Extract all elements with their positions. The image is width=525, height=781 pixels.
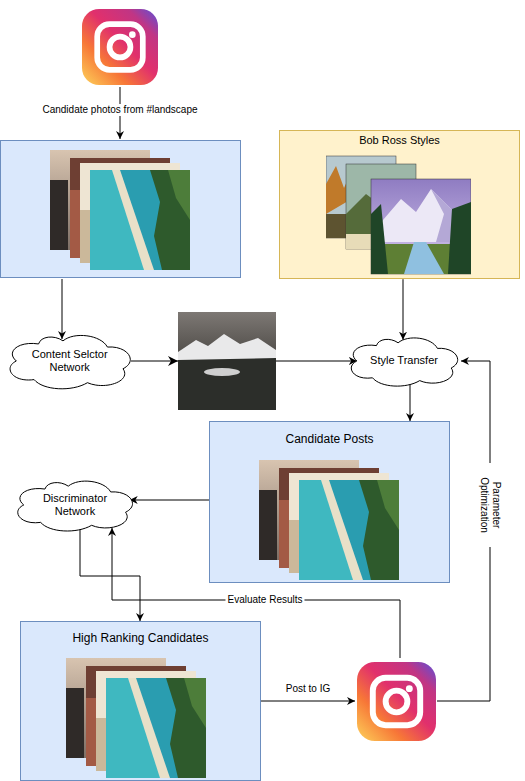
picture-stack — [66, 658, 206, 778]
process-cloud: Style Transfer — [345, 333, 463, 389]
instagram-icon — [82, 9, 158, 85]
cloud-shape — [10, 335, 130, 388]
cloud-shape — [351, 338, 457, 386]
node-label: Discriminator Network — [33, 492, 117, 518]
selected-photo — [204, 368, 240, 376]
process-cloud: Content Selctor Network — [3, 330, 136, 392]
flow-connector — [403, 279, 404, 340]
picture-stack — [259, 460, 399, 580]
selected-photo — [178, 312, 276, 410]
style-source-box: Bob Ross Styles — [279, 130, 520, 279]
image-group-box: High Ranking Candidates — [20, 621, 261, 781]
picture-stack — [326, 154, 471, 276]
process-cloud: Discriminator Network — [11, 476, 138, 534]
flow-label: Parameter Optimization — [478, 463, 502, 547]
flow-connector — [410, 384, 411, 421]
node-label: Bob Ross Styles — [359, 134, 440, 147]
selected-photo — [178, 358, 276, 410]
cloud-shape — [18, 481, 133, 531]
picture-stack — [66, 658, 206, 778]
node-label: Candidate Posts — [285, 432, 373, 446]
flow-label: Candidate photos from #landscape — [40, 104, 199, 116]
flow-arrow — [261, 701, 355, 702]
picture-stack — [259, 460, 399, 580]
flow-connector — [80, 528, 140, 621]
arrow-head — [168, 356, 178, 366]
photo-stack — [50, 150, 190, 270]
flow-arrow — [62, 279, 63, 339]
photo-group-box — [1, 141, 241, 278]
selected-photo — [178, 334, 276, 362]
instagram-icon — [357, 662, 436, 741]
picture-stack — [326, 156, 471, 274]
flow-label: Post to IG — [284, 683, 332, 695]
image-group-box: Candidate Posts — [209, 421, 450, 583]
node-label: Style Transfer — [370, 354, 438, 367]
node-label: Content Selctor Network — [26, 348, 114, 374]
flow-connector — [130, 500, 209, 501]
node-label: High Ranking Candidates — [72, 631, 208, 645]
flow-label: Evaluate Results — [225, 594, 304, 606]
